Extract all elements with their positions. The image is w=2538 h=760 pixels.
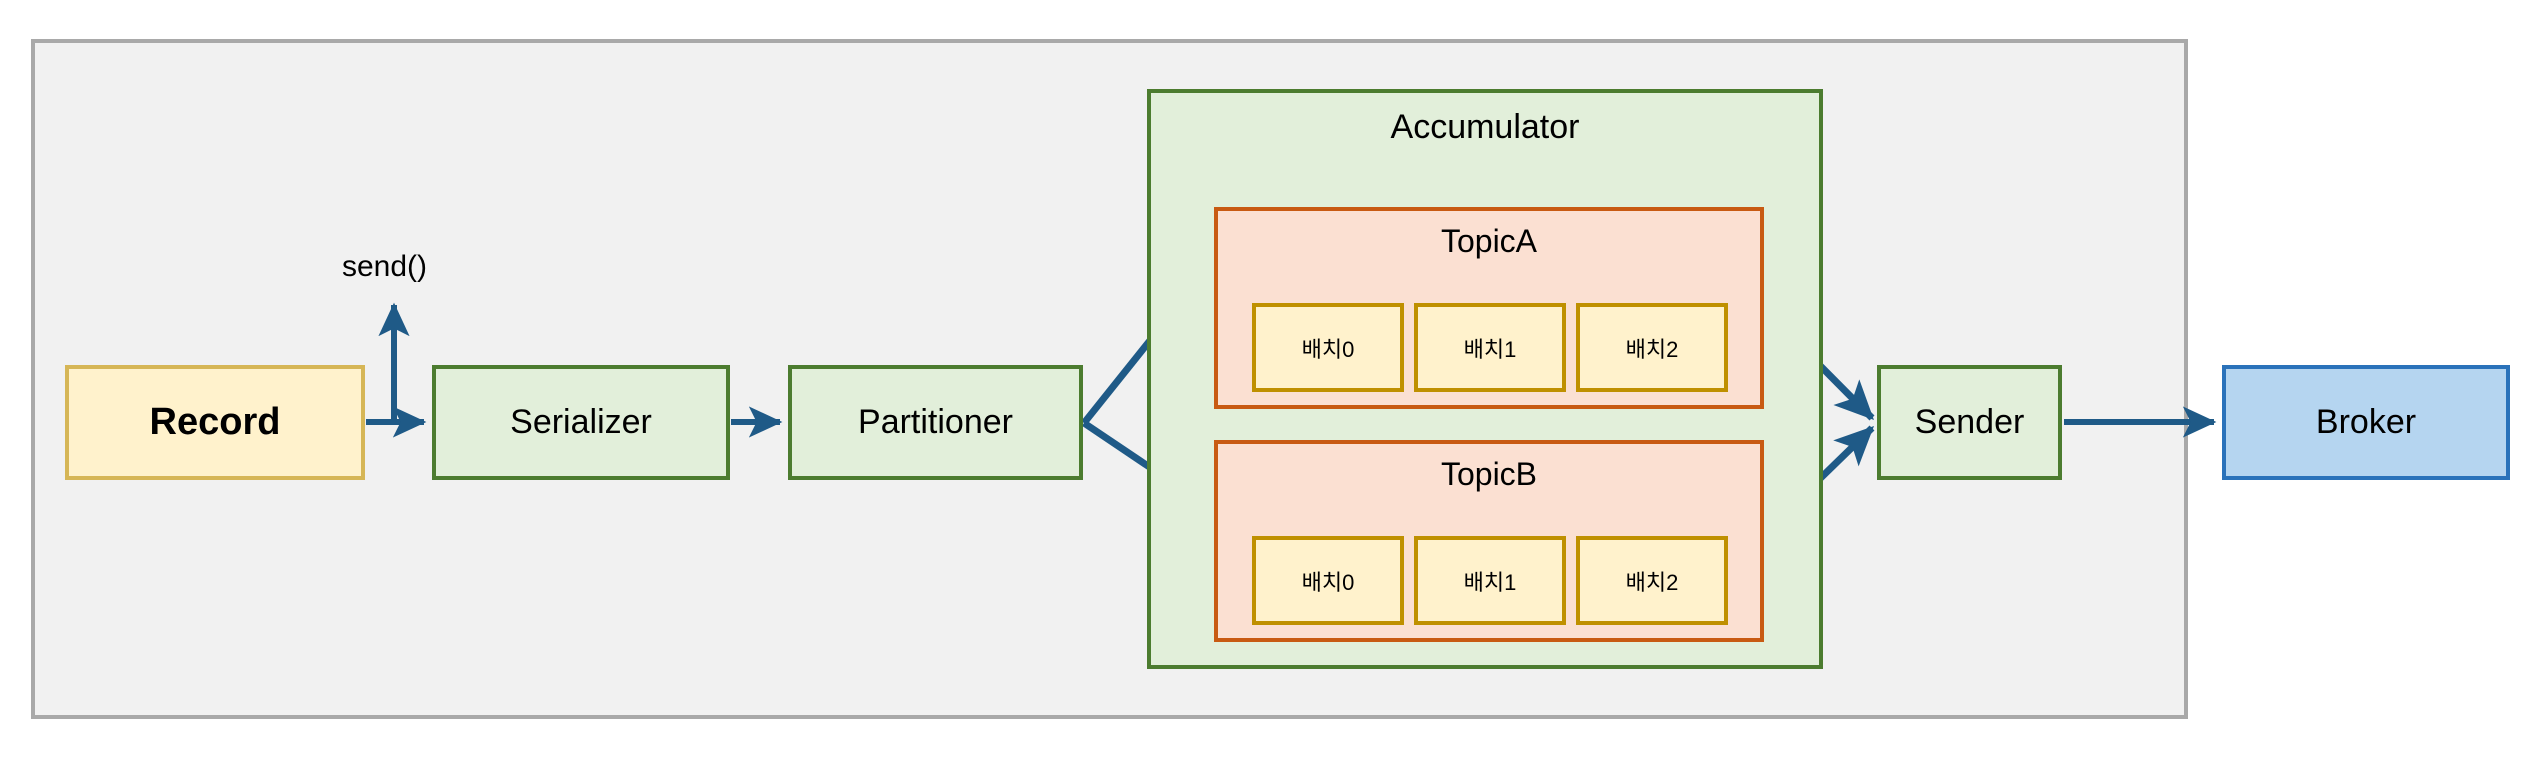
group-topic-b-label: TopicB — [1440, 456, 1538, 492]
node-record[interactable]: Record — [65, 365, 365, 480]
batch-row-topic-b: 배치0 배치1 배치2 — [1252, 536, 1728, 625]
batch-label: 배치0 — [1301, 336, 1355, 362]
node-sender-label: Sender — [1914, 403, 2025, 441]
node-broker-label: Broker — [2315, 403, 2417, 441]
batch-box[interactable]: 배치2 — [1576, 303, 1728, 392]
send-call-label: send() — [342, 250, 428, 283]
node-serializer[interactable]: Serializer — [432, 365, 730, 480]
group-topic-a[interactable]: TopicA 배치0 배치1 배치2 — [1214, 207, 1764, 409]
group-topic-b[interactable]: TopicB 배치0 배치1 배치2 — [1214, 440, 1764, 642]
group-topic-a-label: TopicA — [1440, 223, 1538, 259]
group-accumulator[interactable]: Accumulator TopicA 배치0 배치1 배치2 TopicB — [1147, 89, 1823, 669]
batch-box[interactable]: 배치0 — [1252, 536, 1404, 625]
batch-row-topic-a: 배치0 배치1 배치2 — [1252, 303, 1728, 392]
batch-box[interactable]: 배치1 — [1414, 303, 1566, 392]
node-record-label: Record — [149, 401, 281, 443]
batch-box[interactable]: 배치0 — [1252, 303, 1404, 392]
batch-label: 배치1 — [1463, 569, 1517, 595]
node-broker[interactable]: Broker — [2222, 365, 2510, 480]
batch-box[interactable]: 배치1 — [1414, 536, 1566, 625]
node-sender[interactable]: Sender — [1877, 365, 2062, 480]
batch-label: 배치2 — [1625, 569, 1679, 595]
node-partitioner-label: Partitioner — [858, 403, 1013, 441]
batch-label: 배치0 — [1301, 569, 1355, 595]
node-serializer-label: Serializer — [510, 403, 652, 441]
batch-box[interactable]: 배치2 — [1576, 536, 1728, 625]
group-accumulator-label: Accumulator — [1390, 108, 1580, 146]
batch-label: 배치1 — [1463, 336, 1517, 362]
batch-label: 배치2 — [1625, 336, 1679, 362]
node-partitioner[interactable]: Partitioner — [788, 365, 1083, 480]
